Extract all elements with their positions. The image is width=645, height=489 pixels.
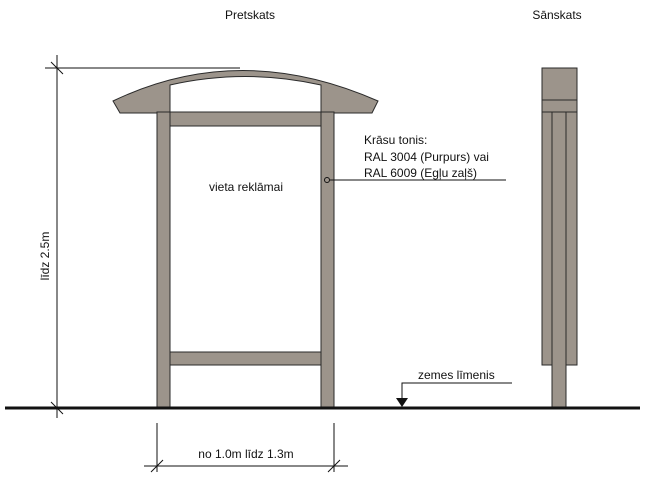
color-option-2: RAL 6009 (Egļu zaļš) [364, 166, 477, 180]
color-heading: Krāsu tonis: [364, 133, 427, 147]
color-option-1: RAL 3004 (Purpurs) vai [364, 150, 489, 164]
ground-level-arrow-icon [396, 398, 408, 407]
front-roof [112, 70, 379, 114]
leader-dot-icon [324, 177, 330, 183]
front-frame [156, 111, 335, 409]
height-label: līdz 2.5m [38, 232, 52, 281]
ad-space-label: vieta reklāmai [209, 180, 283, 194]
side-view [541, 67, 578, 409]
front-view-title: Pretskats [225, 8, 275, 22]
width-label: no 1.0m līdz 1.3m [198, 447, 293, 461]
width-dimension: no 1.0m līdz 1.3m [144, 423, 348, 473]
height-dimension: līdz 2.5m [38, 55, 240, 418]
side-view-title: Sānskats [532, 8, 581, 22]
ground-level-label: zemes līmenis [418, 368, 495, 382]
